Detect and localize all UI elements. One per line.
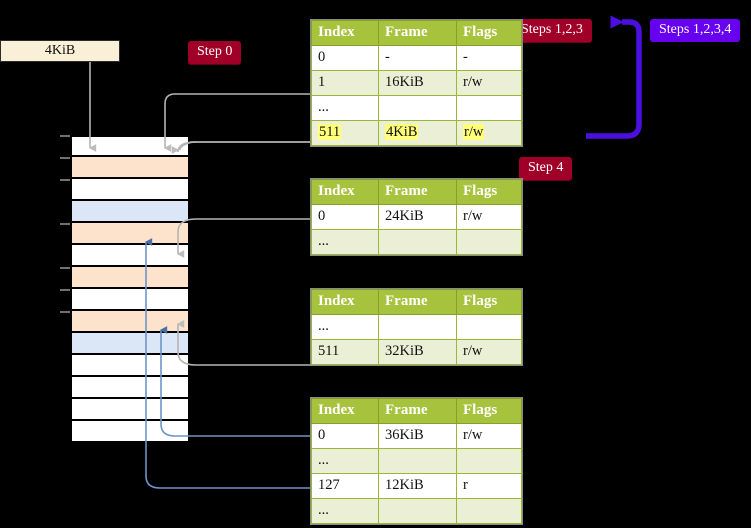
physical-memory-column [70,135,190,443]
table-cell: ... [311,314,379,340]
table-cell: r [456,473,522,499]
badge-steps-123: Steps 1,2,3 [512,19,592,42]
table-cell: 4KiB [378,120,457,146]
table-cell: 1 [311,70,379,96]
memory-frame-row [70,311,190,333]
memory-frame-row [70,135,190,157]
table-cell: 36KiB [378,423,457,449]
memory-frame-row [70,399,190,421]
table-cell: ... [311,229,379,255]
table-row: ... [311,229,522,255]
table-cell [378,229,457,255]
table-cell [378,314,457,340]
table-cell: r/w [456,70,522,96]
table-cell [456,95,522,121]
table-row: 511 4KiB r/w [311,120,522,146]
column-header-index: Index [311,398,379,424]
table-cell: 24KiB [378,204,457,230]
table-cell [456,314,522,340]
table-cell: 0 [311,45,379,71]
column-header-flags: Flags [456,179,522,205]
table-cell: 16KiB [378,70,457,96]
highlighted-value: 511 [318,124,342,140]
table-row: ... [311,498,522,524]
badge-step-4: Step 4 [519,157,573,180]
table-row: 0-- [311,45,522,71]
table-cell: - [456,45,522,71]
frame-size-box: 4KiB [0,40,120,62]
table-cell [456,229,522,255]
badge-steps-1234: Steps 1,2,3,4 [650,19,741,42]
memory-frame-row [70,179,190,201]
column-header-frame: Frame [378,179,457,205]
table-cell: 511 [311,339,379,365]
table-cell [378,498,457,524]
column-header-index: Index [311,289,379,315]
table-cell: 511 [311,120,379,146]
memory-frame-row [70,201,190,223]
table-cell: ... [311,95,379,121]
table-cell: ... [311,498,379,524]
table-cell [456,448,522,474]
table-row: ... [311,95,522,121]
column-header-frame: Frame [378,20,457,46]
column-header-flags: Flags [456,398,522,424]
memory-frame-row [70,355,190,377]
memory-frame-row [70,267,190,289]
badge-step-0: Step 0 [188,41,242,64]
table-cell [456,498,522,524]
table-cell: - [378,45,457,71]
table-cell: r/w [456,204,522,230]
highlighted-value: 4KiB [385,124,419,140]
highlighted-value: r/w [463,124,485,140]
memory-frame-row [70,421,190,443]
table-cell: r/w [456,423,522,449]
frame-size-label: 4KiB [44,43,76,58]
column-header-index: Index [311,179,379,205]
table-cell [378,448,457,474]
column-header-frame: Frame [378,289,457,315]
table-cell: 12KiB [378,473,457,499]
table-cell: r/w [456,339,522,365]
column-header-flags: Flags [456,20,522,46]
table-cell: 32KiB [378,339,457,365]
column-header-index: Index [311,20,379,46]
table-cell: 0 [311,423,379,449]
memory-frame-row [70,377,190,399]
memory-frame-row [70,223,190,245]
table-cell: ... [311,448,379,474]
table-cell: r/w [456,120,522,146]
column-header-flags: Flags [456,289,522,315]
table-cell: 0 [311,204,379,230]
memory-frame-row [70,245,190,267]
memory-frame-row [70,289,190,311]
table-cell [378,95,457,121]
memory-frame-row [70,333,190,355]
memory-frame-row [70,157,190,179]
column-header-frame: Frame [378,398,457,424]
table-row: ... [311,314,522,340]
table-cell: 127 [311,473,379,499]
table-row: ... [311,448,522,474]
